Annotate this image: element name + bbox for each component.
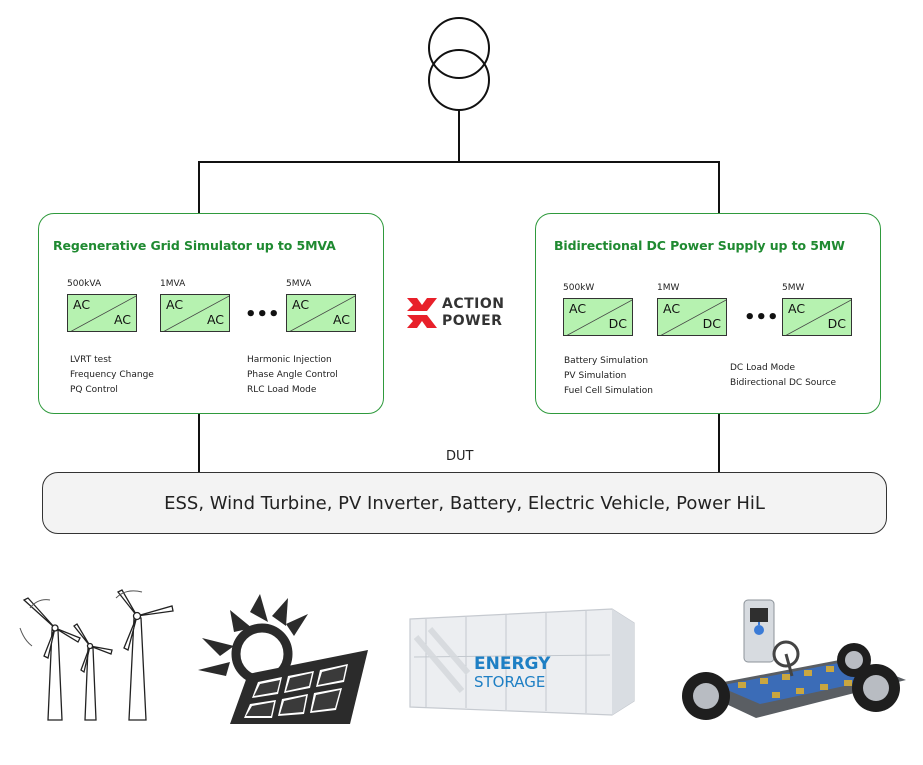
ac-ac-converter-block: AC AC xyxy=(67,294,137,332)
rating-label: 500kW xyxy=(563,283,595,293)
converter-input-label: AC xyxy=(569,301,587,316)
brand-line-1: ACTION xyxy=(442,296,505,312)
feature-item: RLC Load Mode xyxy=(247,385,317,395)
action-power-logo: ACTION POWER xyxy=(405,296,523,330)
ac-dc-converter-block: AC DC xyxy=(657,298,727,336)
grid-simulator-panel: Regenerative Grid Simulator up to 5MVA 5… xyxy=(38,213,384,414)
feature-item: Phase Angle Control xyxy=(247,370,338,380)
feature-list-right: DC Load Mode Bidirectional DC Source xyxy=(730,361,836,391)
feature-item: Bidirectional DC Source xyxy=(730,378,836,388)
electric-vehicle-chassis-illustration xyxy=(682,599,906,720)
converter-output-label: DC xyxy=(702,315,721,331)
feature-item: LVRT test xyxy=(70,355,112,365)
feature-list-right: Harmonic Injection Phase Angle Control R… xyxy=(247,353,338,398)
converter-input-label: AC xyxy=(292,297,310,312)
wind-turbines-illustration xyxy=(19,589,174,721)
dc-power-supply-panel: Bidirectional DC Power Supply up to 5MW … xyxy=(535,213,881,414)
dut-device-list: ESS, Wind Turbine, PV Inverter, Battery,… xyxy=(164,492,765,514)
ac-ac-converter-block: AC AC xyxy=(286,294,356,332)
converter-output-label: AC xyxy=(113,311,131,327)
storage-label-line-2: STORAGE xyxy=(474,673,545,691)
feature-list-left: Battery Simulation PV Simulation Fuel Ce… xyxy=(564,354,653,399)
rating-label: 1MVA xyxy=(160,279,186,289)
storage-label-line-1: ENERGY xyxy=(474,654,551,674)
rating-label: 5MVA xyxy=(286,279,312,289)
dut-label: DUT xyxy=(446,449,474,464)
grid-simulator-title: Regenerative Grid Simulator up to 5MVA xyxy=(53,238,336,253)
grid-bus-lines xyxy=(198,110,720,472)
converter-output-label: AC xyxy=(332,311,350,327)
transformer-icon xyxy=(428,17,490,111)
dut-device-bar: ESS, Wind Turbine, PV Inverter, Battery,… xyxy=(42,472,887,534)
feature-item: PV Simulation xyxy=(564,371,627,381)
converter-input-label: AC xyxy=(663,301,681,316)
ellipsis-more-units: ••• xyxy=(744,307,779,328)
feature-item: Battery Simulation xyxy=(564,356,649,366)
converter-output-label: AC xyxy=(206,311,224,327)
action-power-mark-icon xyxy=(405,298,439,328)
rating-label: 5MW xyxy=(782,283,805,293)
feature-item: DC Load Mode xyxy=(730,363,796,373)
solar-panel-illustration xyxy=(198,594,368,724)
ac-dc-converter-block: AC DC xyxy=(782,298,852,336)
feature-item: Frequency Change xyxy=(70,370,154,380)
ac-dc-converter-block: AC DC xyxy=(563,298,633,336)
converter-input-label: AC xyxy=(73,297,91,312)
feature-item: Fuel Cell Simulation xyxy=(564,386,653,396)
feature-list-left: LVRT test Frequency Change PQ Control xyxy=(70,353,154,398)
converter-input-label: AC xyxy=(166,297,184,312)
rating-label: 500kVA xyxy=(67,279,102,289)
converter-output-label: DC xyxy=(827,315,846,331)
converter-output-label: DC xyxy=(608,315,627,331)
rating-label: 1MW xyxy=(657,283,680,293)
brand-line-2: POWER xyxy=(442,313,503,329)
dc-power-supply-title: Bidirectional DC Power Supply up to 5MW xyxy=(554,238,845,253)
energy-storage-container-illustration: ENERGY STORAGE xyxy=(409,608,635,716)
ellipsis-more-units: ••• xyxy=(245,304,280,325)
feature-item: Harmonic Injection xyxy=(247,355,332,365)
feature-item: PQ Control xyxy=(70,385,118,395)
converter-input-label: AC xyxy=(788,301,806,316)
ac-ac-converter-block: AC AC xyxy=(160,294,230,332)
